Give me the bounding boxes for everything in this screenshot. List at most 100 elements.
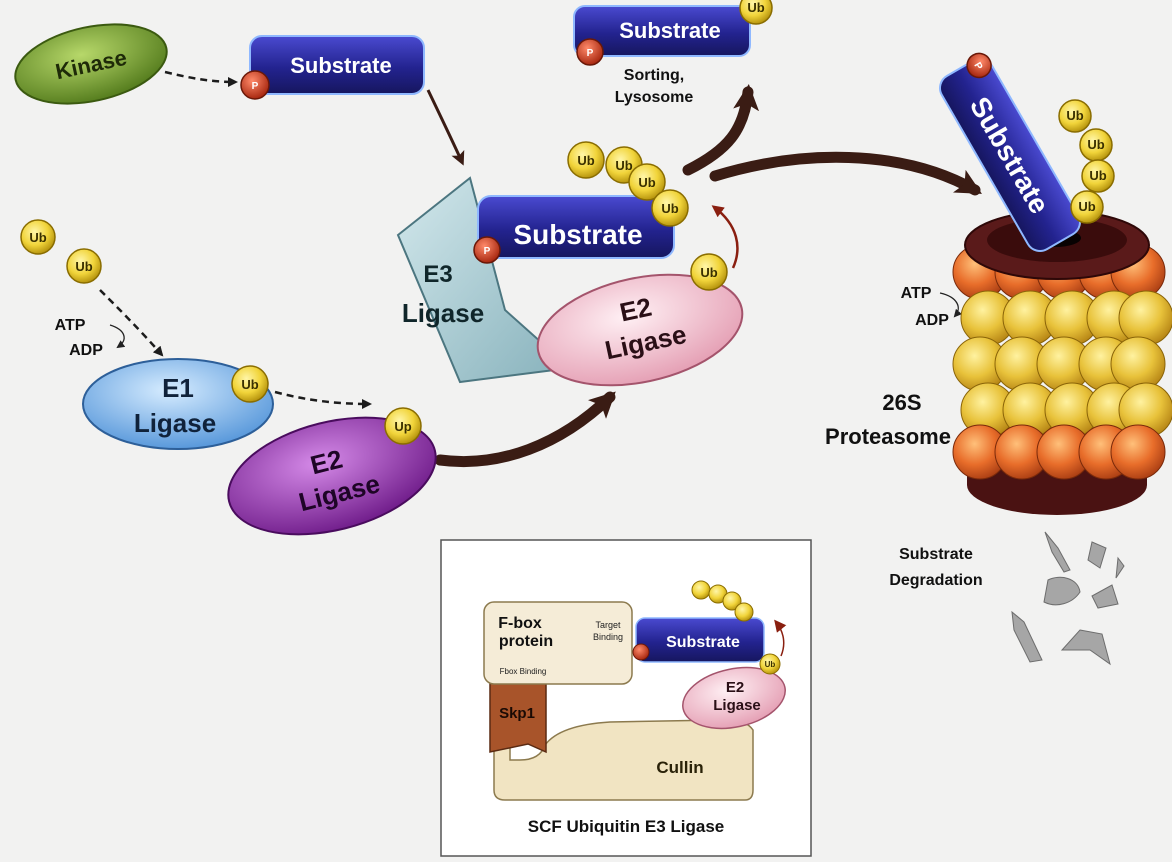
- ubiquitin-icon: Ub: [1079, 128, 1113, 162]
- svg-text:Ub: Ub: [700, 265, 717, 280]
- fbox-label-line2: protein: [499, 633, 553, 650]
- target-binding-line1: Target: [595, 620, 621, 630]
- svg-text:Ub: Ub: [577, 153, 594, 168]
- atp-label: ATP: [55, 317, 86, 334]
- svg-text:Ub: Ub: [241, 377, 258, 392]
- ubiquitin-chain: Ub Ub Ub Ub: [1058, 99, 1115, 224]
- degradation: Substrate Degradation: [889, 531, 1125, 666]
- svg-text:P: P: [971, 61, 984, 73]
- ubiquitin-icon: Ub: [20, 219, 56, 255]
- e3-ligase-label: Ligase: [402, 298, 484, 328]
- target-binding-line2: Binding: [593, 632, 623, 642]
- ubiquitin-icon: Ub: [690, 253, 728, 291]
- ubiquitin-icon: Ub: [231, 365, 269, 403]
- ub-to-e1-arrow: [99, 289, 164, 357]
- adp-label: ADP: [915, 312, 949, 329]
- svg-text:Ub: Ub: [1066, 108, 1083, 123]
- e1-to-e2-arrow: [274, 390, 372, 409]
- substrate-label: Substrate: [619, 18, 720, 43]
- phosphate-icon: P: [240, 70, 270, 100]
- free-ubiquitin-group: Ub Ub ATP ADP: [20, 219, 103, 359]
- e2-to-e3-complex-arrow: [434, 391, 616, 468]
- atp-adp-curve-proteasome: [939, 292, 962, 318]
- ubiquitin-icon: Ub: [739, 0, 773, 25]
- proteasome-26s-label: 26S: [882, 390, 921, 415]
- svg-text:Ub: Ub: [1087, 137, 1104, 152]
- to-proteasome-arrow: [709, 151, 982, 196]
- sorting-label: Sorting,: [624, 67, 684, 84]
- e1-label: E1: [162, 373, 194, 403]
- svg-text:Ub: Ub: [765, 660, 776, 669]
- ubiquitin-icon: Ub: [1081, 159, 1115, 193]
- phosphate-icon: [632, 643, 650, 661]
- degradation-label-line1: Substrate: [899, 546, 973, 563]
- cullin-label: Cullin: [656, 758, 703, 777]
- substrate-to-e3-arrow: [426, 89, 465, 166]
- inset-title: SCF Ubiquitin E3 Ligase: [528, 817, 724, 836]
- e3-ligase-shape: [396, 176, 573, 384]
- phosphate-icon: P: [576, 38, 604, 66]
- ubiquitin-icon: Ub: [759, 653, 781, 675]
- skp1-label: Skp1: [499, 705, 535, 722]
- e1-ligase-node: E1 Ligase Ub: [82, 358, 274, 450]
- ligase-label: Ligase: [134, 408, 216, 438]
- substrate-sorting: Substrate P Ub Sorting, Lysosome: [573, 0, 773, 106]
- phosphate-icon: P: [966, 52, 992, 79]
- svg-text:Ub: Ub: [661, 201, 678, 216]
- e3-ligase-complex: E3 Ligase Substrate P E2 Ligase Ub Ub Ub: [396, 141, 744, 387]
- svg-text:Up: Up: [394, 419, 411, 434]
- proteasome-26s: Substrate P Ub Ub Ub Ub: [825, 52, 1172, 515]
- proteasome-subunits: [952, 244, 1172, 480]
- inset-ub-transfer-arrow: [774, 619, 787, 657]
- svg-text:Ub: Ub: [747, 0, 764, 15]
- ubiquitin-icon: Ub: [628, 163, 666, 201]
- kinase-node: Kinase: [14, 23, 168, 105]
- svg-text:Ub: Ub: [29, 230, 46, 245]
- fbox-label-line1: F-box: [498, 615, 542, 632]
- svg-text:P: P: [587, 48, 594, 59]
- e3-label: E3: [423, 261, 452, 288]
- e2-ligase-free-node: E2 Ligase Up: [227, 407, 437, 536]
- ubiquitin-icon: Ub: [651, 189, 689, 227]
- atp-adp-curve-left: [109, 324, 126, 349]
- ubiquitin-icon: Ub: [567, 141, 605, 179]
- pathway-arrows: [99, 70, 982, 468]
- phosphate-icon: P: [473, 236, 501, 264]
- inset-substrate-label: Substrate: [666, 634, 740, 651]
- e2-label: E2: [307, 444, 345, 481]
- proteasome-label: Proteasome: [825, 424, 951, 449]
- ubiquitin-chain: [691, 580, 754, 622]
- inset-ligase-label: Ligase: [713, 697, 761, 714]
- peptide-fragments: [1011, 531, 1125, 666]
- svg-text:Ub: Ub: [638, 175, 655, 190]
- degradation-label-line2: Degradation: [889, 572, 982, 589]
- ubiquitin-icon: Ub: [66, 248, 102, 284]
- substrate-label: Substrate: [513, 219, 642, 250]
- ubiquitin-chain: Ub Ub Ub Ub: [567, 141, 689, 227]
- atp-label: ATP: [901, 285, 932, 302]
- ubiquitin-icon: Up: [384, 407, 422, 445]
- fbox-binding-label: Fbox Binding: [500, 667, 547, 676]
- ubiquitin-icon: Ub: [1070, 190, 1104, 224]
- to-lysosome-arrow: [682, 84, 760, 176]
- svg-text:P: P: [484, 246, 491, 257]
- substrate-phosphorylated: Substrate P: [240, 35, 425, 100]
- inset-e2-label: E2: [726, 679, 744, 696]
- e2-label: E2: [617, 291, 654, 327]
- svg-text:Ub: Ub: [75, 259, 92, 274]
- adp-label: ADP: [69, 342, 103, 359]
- proteasome-subunit: [1110, 424, 1166, 480]
- proteasome-subunit: [1110, 336, 1166, 392]
- kinase-to-substrate-arrow: [164, 70, 238, 87]
- svg-text:Ub: Ub: [1089, 168, 1106, 183]
- svg-text:Ub: Ub: [615, 158, 632, 173]
- fbox-protein-shape: [483, 601, 633, 685]
- svg-text:Ub: Ub: [1078, 199, 1095, 214]
- ub-transfer-arrow: [711, 205, 739, 269]
- scf-inset-panel: Cullin Skp1 F-box protein Target Binding…: [440, 539, 812, 857]
- proteasome-subunit: [1118, 290, 1172, 346]
- ubiquitin-icon: Ub: [1058, 99, 1092, 133]
- svg-text:P: P: [252, 81, 259, 92]
- lysosome-label: Lysosome: [615, 89, 694, 106]
